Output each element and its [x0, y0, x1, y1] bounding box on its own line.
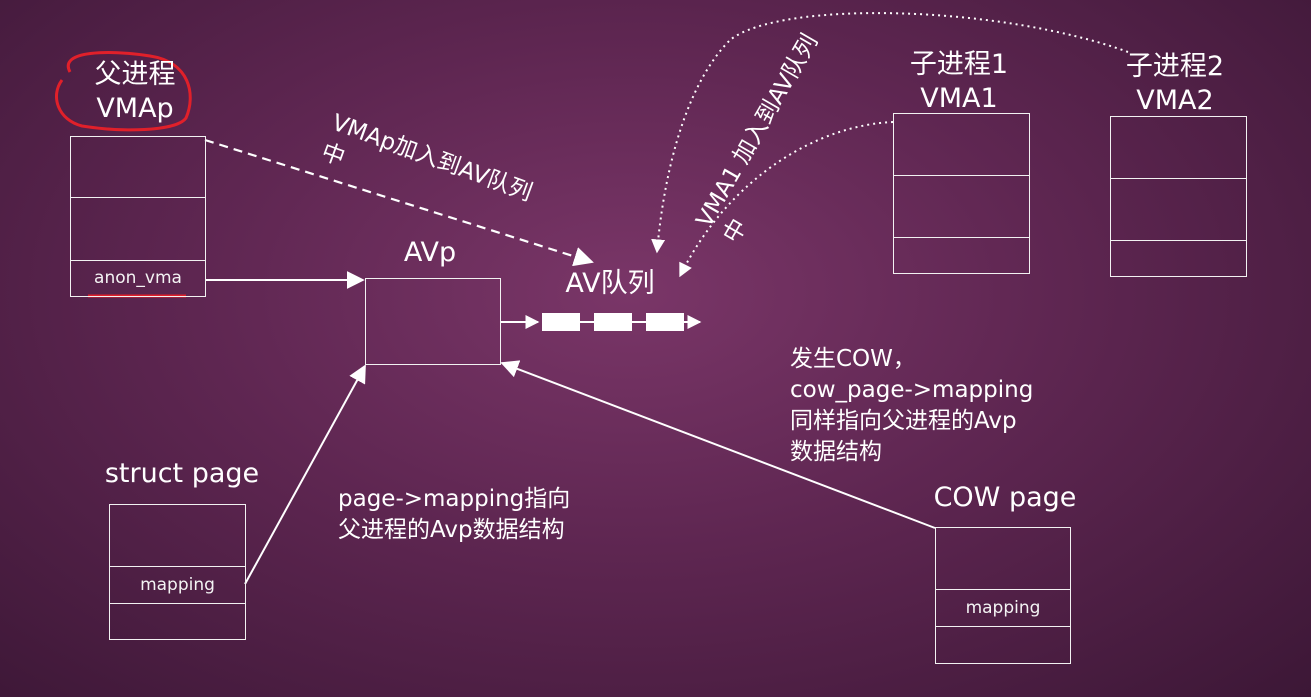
cow-page-row: [936, 528, 1070, 590]
note-page-mapping: page->mapping指向 父进程的Avp数据结构: [338, 486, 571, 543]
avp-title: AVp: [403, 237, 457, 268]
parent-vma-title: 父进程 VMAp: [70, 58, 200, 126]
parent-vma-box: anon_vma: [70, 136, 206, 297]
child1-vma-box: [893, 113, 1030, 274]
struct-page-row: [110, 505, 245, 567]
avp-box: [365, 278, 501, 365]
child2-vma-box: [1110, 116, 1247, 277]
cow-page-row: [936, 627, 1070, 662]
queue-node: [646, 313, 684, 331]
highlight-circle: [55, 51, 192, 132]
struct-page-box: mapping: [109, 504, 246, 640]
struct-page-row: [110, 604, 245, 638]
child1-vma-row: [894, 114, 1029, 176]
child1-title-line1: 子进程1: [909, 49, 1009, 80]
child2-vma-row: [1111, 179, 1246, 241]
queue-node: [594, 313, 632, 331]
cow-page-box: mapping: [935, 527, 1071, 664]
child1-vma-row: [894, 176, 1029, 238]
struct-page-title: struct page: [104, 458, 260, 489]
child1-title: 子进程1 VMA1: [884, 48, 1034, 116]
struct-page-mapping-field: mapping: [110, 567, 245, 604]
child2-title-line2: VMA2: [1136, 85, 1214, 116]
child1-vma-row: [894, 238, 1029, 272]
child2-vma-row: [1111, 117, 1246, 179]
cow-page-mapping-field: mapping: [936, 590, 1070, 627]
child1-title-line2: VMA1: [920, 83, 998, 114]
av-queue-title: AV队列: [565, 268, 655, 299]
parent-vma-title-line2: VMAp: [96, 93, 174, 124]
parent-vma-row: [71, 137, 205, 198]
cow-page-title: COW page: [933, 482, 1077, 513]
parent-vma-title-line1: 父进程: [94, 59, 176, 90]
anon-vma-field: anon_vma: [94, 268, 182, 288]
parent-vma-row: [71, 198, 205, 261]
queue-node: [542, 313, 580, 331]
arrow-cowpage-to-avp: [500, 360, 936, 529]
arrow-page-mapping-to-avp: [244, 364, 366, 585]
child2-title-line1: 子进程2: [1125, 51, 1225, 82]
note-cow-happens: 发生COW， cow_page->mapping 同样指向父进程的Avp 数据结…: [790, 346, 1034, 465]
child2-vma-row: [1111, 241, 1246, 275]
arrow-vmap-to-avqueue: [204, 138, 594, 267]
arrow-vma2-to-avqueue: [651, 12, 1129, 254]
child2-title: 子进程2 VMA2: [1100, 50, 1250, 118]
